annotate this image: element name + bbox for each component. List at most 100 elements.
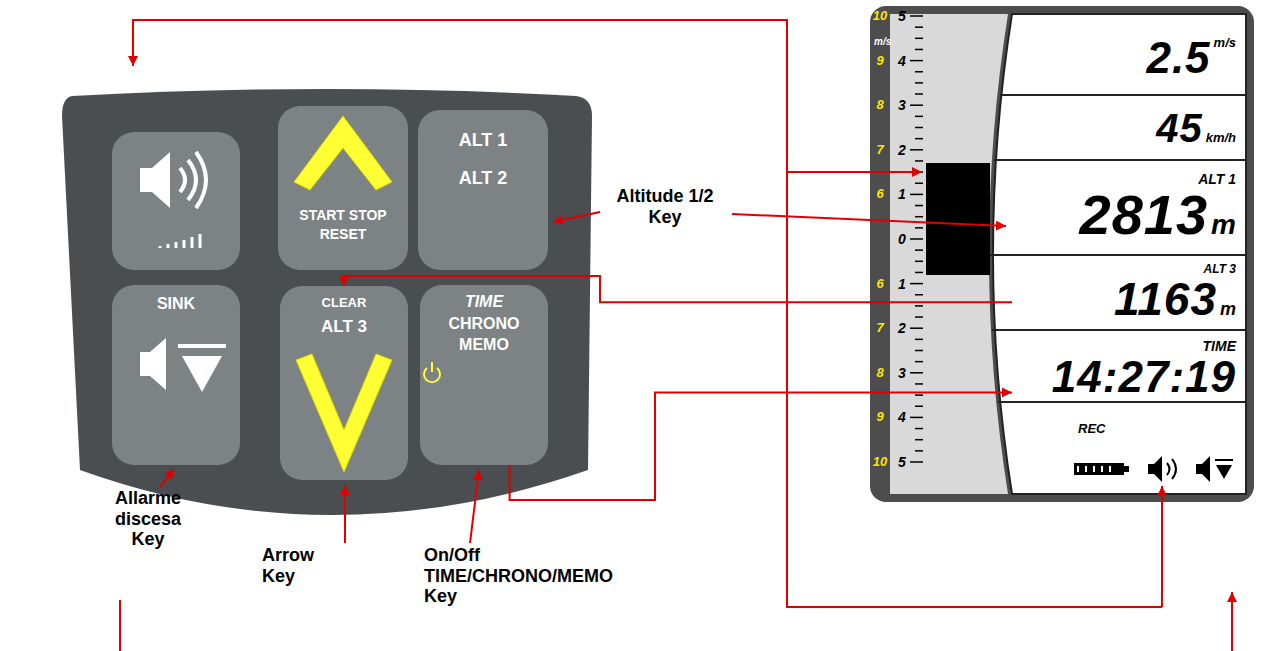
leader-line <box>344 485 346 543</box>
lcd-unit: m/s <box>1214 36 1236 49</box>
scale-tick <box>915 261 923 263</box>
battery-icon <box>1074 463 1124 475</box>
scale-number: 1 <box>898 186 906 202</box>
lcd-unit: m <box>1220 300 1236 318</box>
scale-tick <box>915 216 923 218</box>
scale-tick <box>915 305 923 307</box>
scale-tick <box>915 450 923 452</box>
key-label: CHRONO <box>448 313 519 335</box>
scale-number: 3 <box>898 97 906 113</box>
volume-key <box>112 132 240 270</box>
row-divider <box>990 95 1246 402</box>
key-label: MEMO <box>459 334 509 356</box>
row-value-line: 2.5 m/s <box>1146 36 1236 80</box>
scale-number: 9 <box>876 410 883 425</box>
key-label: START STOP RESET <box>293 206 393 244</box>
scale-number: 0 <box>898 231 906 247</box>
scale-tick <box>915 294 923 296</box>
scale-tick <box>915 38 923 40</box>
scale-tick <box>910 283 923 285</box>
scale-tick <box>910 238 923 240</box>
scale-number: 5 <box>898 454 906 470</box>
row-caption-box: ALT 3 <box>1204 263 1236 276</box>
scale-number: 10 <box>873 455 887 470</box>
battery-icon <box>1124 466 1129 472</box>
display-row: TIME14:27:19 <box>1012 330 1244 408</box>
key-label: ALT 2 <box>459 166 508 190</box>
scale-number: 2 <box>898 320 906 336</box>
scale-tick <box>915 205 923 207</box>
connector-arrow <box>344 276 1012 302</box>
scale-tick <box>915 93 923 95</box>
scale-tick <box>915 350 923 352</box>
callout-label: Altitude 1/2 Key <box>598 186 732 227</box>
lcd-digits: 2813 <box>1080 187 1209 243</box>
scale-unit: m/s <box>874 36 891 47</box>
display-row: REC <box>1012 402 1244 494</box>
battery-cells <box>1078 466 1110 472</box>
scale-tick <box>915 127 923 129</box>
key-label: CLEAR <box>322 294 367 312</box>
row-caption: ALT 3 <box>1204 263 1236 276</box>
scale-tick <box>915 160 923 162</box>
leader-line <box>1231 592 1233 651</box>
scale-tick <box>915 272 923 274</box>
up-chevron <box>294 116 392 190</box>
lcd-digits: 2.5 <box>1146 36 1210 80</box>
scale-tick <box>915 116 923 118</box>
scale-number: 3 <box>898 365 906 381</box>
leader-line <box>787 171 922 173</box>
display-row: 2.5 m/s <box>1012 14 1244 101</box>
scale-tick <box>915 249 923 251</box>
display-row: 45km/h <box>1012 95 1244 160</box>
scale-tick <box>910 15 923 17</box>
scale-number: 4 <box>898 409 906 425</box>
keypad-key: ALT 1ALT 2 <box>418 110 548 270</box>
scale-tick <box>915 361 923 363</box>
sound-waves <box>1167 459 1176 479</box>
scale-number: 8 <box>876 98 883 113</box>
row-caption-box: ALT 1 <box>1198 172 1236 187</box>
display-bezel <box>870 6 1254 502</box>
scale-tick <box>910 104 923 106</box>
row-caption-box: REC <box>1078 422 1105 436</box>
scale-number: 7 <box>876 142 883 157</box>
leader-line <box>553 212 600 222</box>
vario-bar <box>926 163 990 275</box>
scale-number: 9 <box>876 53 883 68</box>
row-caption: TIME <box>1203 339 1236 354</box>
keypad-body <box>62 89 592 515</box>
callout-label: Arrow Key <box>262 545 334 586</box>
scale-number: 6 <box>876 276 883 291</box>
scale-tick <box>915 49 923 51</box>
scale-number: 10 <box>873 9 887 24</box>
sink-bar <box>178 344 226 348</box>
keypad-key: TIMECHRONOMEMO <box>420 285 548 465</box>
scale-number: 5 <box>898 8 906 24</box>
lcd-digits: 45 <box>1156 108 1203 148</box>
display-row: ALT 31163m <box>1012 255 1244 330</box>
row-caption: ALT 1 <box>1198 172 1236 187</box>
scale-tick <box>915 439 923 441</box>
key-label: ALT 3 <box>321 316 367 339</box>
leader-line <box>1161 486 1163 607</box>
scale-tick <box>915 383 923 385</box>
scale-tick <box>910 327 923 329</box>
scale-tick <box>915 26 923 28</box>
scale-tick <box>915 428 923 430</box>
scale-tick <box>910 461 923 463</box>
scale-number: 2 <box>898 142 906 158</box>
leader-line <box>133 20 1162 607</box>
sink-triangle <box>1216 465 1232 479</box>
scale-number: 4 <box>898 53 906 69</box>
scale-ticks <box>910 16 923 462</box>
scale-tick <box>915 82 923 84</box>
lcd-unit: km/h <box>1206 131 1236 144</box>
keypad-key: CLEAR ALT 3 <box>280 286 408 480</box>
leader-line <box>470 470 479 543</box>
scale-tick <box>910 149 923 151</box>
connector-arrow <box>510 392 1012 500</box>
